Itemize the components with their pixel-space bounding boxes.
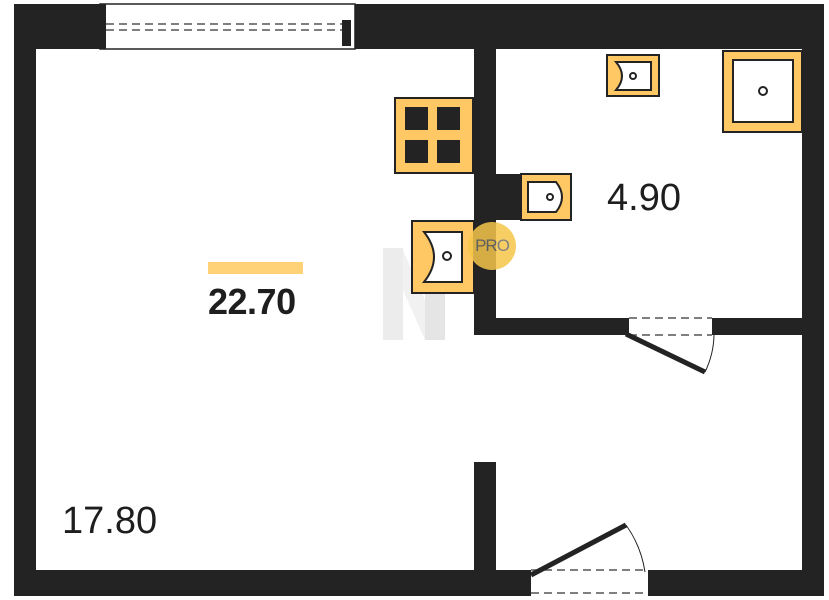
wall-right [802, 4, 824, 596]
wall-left [14, 4, 36, 596]
wall-bottom-left [14, 570, 526, 596]
stove [394, 97, 474, 174]
watermark-text: PRO [475, 236, 510, 255]
bath-sink [606, 54, 660, 97]
window-top [97, 3, 356, 50]
wall-bath-bottom-left [474, 318, 624, 335]
toilet [496, 173, 572, 221]
watermark-badge: PRO [468, 222, 516, 270]
wall-top-right [355, 4, 824, 49]
total-area-label: 22.70 [208, 281, 296, 322]
wall-bottom-right [654, 570, 824, 596]
kitchen-sink [411, 220, 475, 294]
wall-bath-bottom-right [718, 318, 802, 335]
entrance-door [522, 522, 657, 596]
shower-tray [722, 50, 803, 133]
living-room-area-label: 17.80 [62, 500, 158, 542]
bathroom-area-label: 4.90 [607, 177, 681, 219]
wall-partition [474, 462, 496, 570]
outer-walls [14, 4, 824, 596]
bathroom-door [620, 317, 721, 375]
total-area-bar [208, 262, 303, 274]
wall-bath-left [474, 49, 496, 335]
